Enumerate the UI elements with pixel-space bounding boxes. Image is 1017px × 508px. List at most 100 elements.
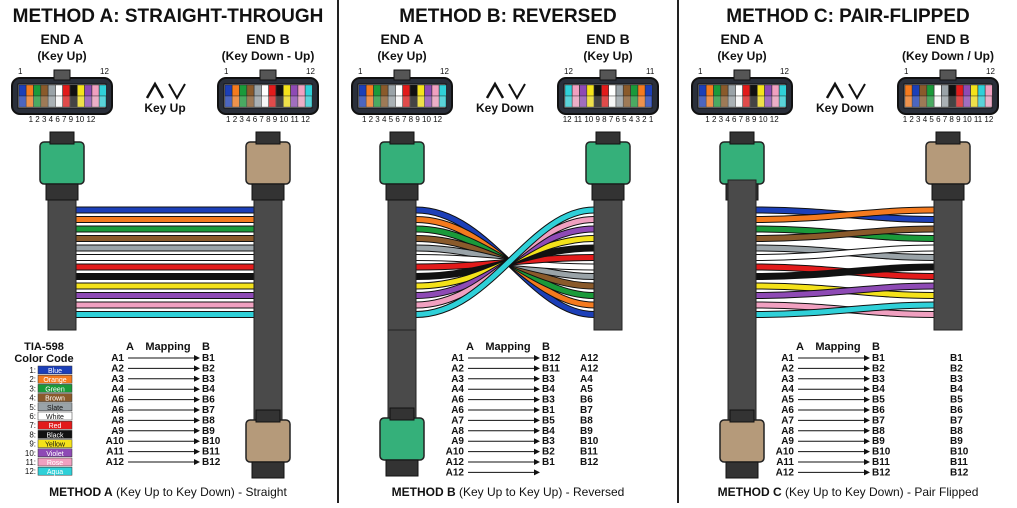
legend-swatch: [37, 448, 73, 458]
mpo-connector: [39, 141, 85, 185]
fiber-slot: [366, 84, 374, 97]
mapping-a-label: A9: [451, 436, 464, 447]
fiber-slot: [232, 84, 240, 97]
legend-swatch: [37, 457, 73, 467]
fiber-slot: [55, 84, 63, 97]
fiber-strand: [755, 226, 935, 241]
pin-number: 12: [986, 67, 995, 76]
pin-numbers-row: 1 2 3 4 6 7 9 10 12: [29, 115, 96, 124]
mapping-arrowhead: [864, 407, 870, 413]
fiber-slot: [373, 84, 381, 97]
fiber-slot: [62, 84, 70, 97]
mapping-arrowhead: [864, 365, 870, 372]
fiber-slot: [630, 84, 638, 97]
mapping-arrowhead: [534, 386, 540, 393]
fiber-strand: [755, 264, 935, 279]
connector-key: [53, 69, 71, 81]
mapping-b-label: B12: [202, 457, 221, 468]
mapping-arrowhead: [534, 427, 540, 434]
mapping-right-label: B9: [950, 436, 963, 447]
legend-swatch: [37, 430, 73, 439]
caption-description: (Key Up to Key Down) - Pair Flipped: [782, 485, 979, 499]
mapping-right-label: B6: [950, 405, 963, 416]
fiber-slot: [941, 95, 949, 108]
mapping-arrowhead: [864, 417, 870, 424]
mapping-header-a: A: [796, 341, 804, 353]
fiber-slot: [268, 95, 276, 108]
mapping-mid-label: B7: [580, 405, 593, 416]
fiber-slot: [728, 84, 736, 97]
end-b-plug: [245, 131, 291, 201]
fiber-slot: [970, 95, 978, 108]
end-b-title: END B: [926, 31, 970, 47]
mapping-a-label: A6: [451, 395, 464, 406]
mapping-a-label: A9: [111, 426, 124, 437]
fiber-slot: [742, 84, 750, 97]
fiber-slot: [919, 84, 927, 97]
mpo-ferrule: [729, 131, 755, 145]
mapping-arrowhead: [534, 459, 540, 465]
legend-color-name: Blue: [48, 368, 62, 375]
mapping-header-a: A: [126, 341, 134, 353]
end-a-plug: [379, 131, 425, 201]
fiber-slot: [645, 84, 653, 97]
mapping-b-label: B1: [542, 405, 555, 416]
legend-swatch: [37, 402, 73, 412]
fiber-slot: [771, 84, 780, 97]
mpo-boot: [385, 459, 419, 477]
fiber-slot: [934, 95, 942, 108]
key-orientation-label: Key Up: [144, 101, 185, 115]
legend-color-name: Orange: [43, 377, 66, 384]
fiber-slot: [955, 84, 964, 97]
fiber-slot: [26, 84, 34, 97]
mapping-a-label: A3: [111, 374, 124, 385]
pin-number: 1: [698, 67, 703, 76]
mapping-right-label: B11: [950, 457, 968, 468]
cable-a: [47, 179, 77, 331]
mapping-a-label: A6: [451, 405, 464, 416]
fiber-slot: [232, 95, 240, 108]
mapping-b-label: B5: [872, 395, 885, 406]
mapping-a-label: A1: [111, 353, 124, 364]
mapping-b-label: B1: [542, 457, 555, 468]
fiber-slot: [970, 84, 978, 97]
fiber-slot: [713, 84, 721, 97]
pin-numbers-row: 1 2 3 4 6 7 8 9 10 11 12: [226, 115, 310, 124]
caption-description: (Key Up to Key Down) - Straight: [113, 485, 288, 499]
fiber-slot: [275, 84, 284, 97]
legend-color-name: Rose: [47, 460, 63, 467]
fiber-slot: [99, 95, 107, 108]
mpo-ferrule: [595, 131, 621, 145]
mapping-right-label: B2: [950, 363, 963, 374]
fiber-slot: [402, 84, 410, 97]
legend-swatch: [37, 384, 73, 393]
mapping-mid-label: B9: [580, 426, 593, 437]
connector-key: [259, 69, 277, 81]
mapping-b-label: B3: [542, 436, 555, 447]
cable-jacket: [933, 179, 963, 331]
end-a-subtitle: (Key Up): [717, 49, 766, 63]
end-a-subtitle: (Key Up): [377, 49, 426, 63]
fiber-slot: [601, 84, 609, 97]
fiber-slot: [637, 84, 646, 97]
fiber-slot: [623, 84, 631, 97]
fiber-slot: [424, 84, 432, 97]
mapping-a-label: A12: [446, 457, 465, 468]
mapping-a-label: A2: [781, 363, 794, 374]
mpo-ferrule: [255, 409, 281, 423]
mapping-b-label: B2: [202, 363, 215, 374]
mapping-a-label: A1: [451, 353, 464, 364]
fiber-slot: [439, 84, 447, 97]
fiber-strand: [755, 283, 935, 298]
fiber-slot: [977, 84, 986, 97]
mpo-boot: [725, 461, 759, 479]
fiber-slot: [48, 95, 56, 108]
mapping-b-label: B11: [202, 447, 220, 458]
fiber-slot: [439, 95, 447, 108]
fiber-slot: [55, 95, 63, 108]
mapping-b-label: B7: [872, 415, 885, 426]
connector-key: [393, 69, 411, 81]
fiber-slot: [579, 84, 587, 97]
lower-plug: [719, 409, 765, 479]
